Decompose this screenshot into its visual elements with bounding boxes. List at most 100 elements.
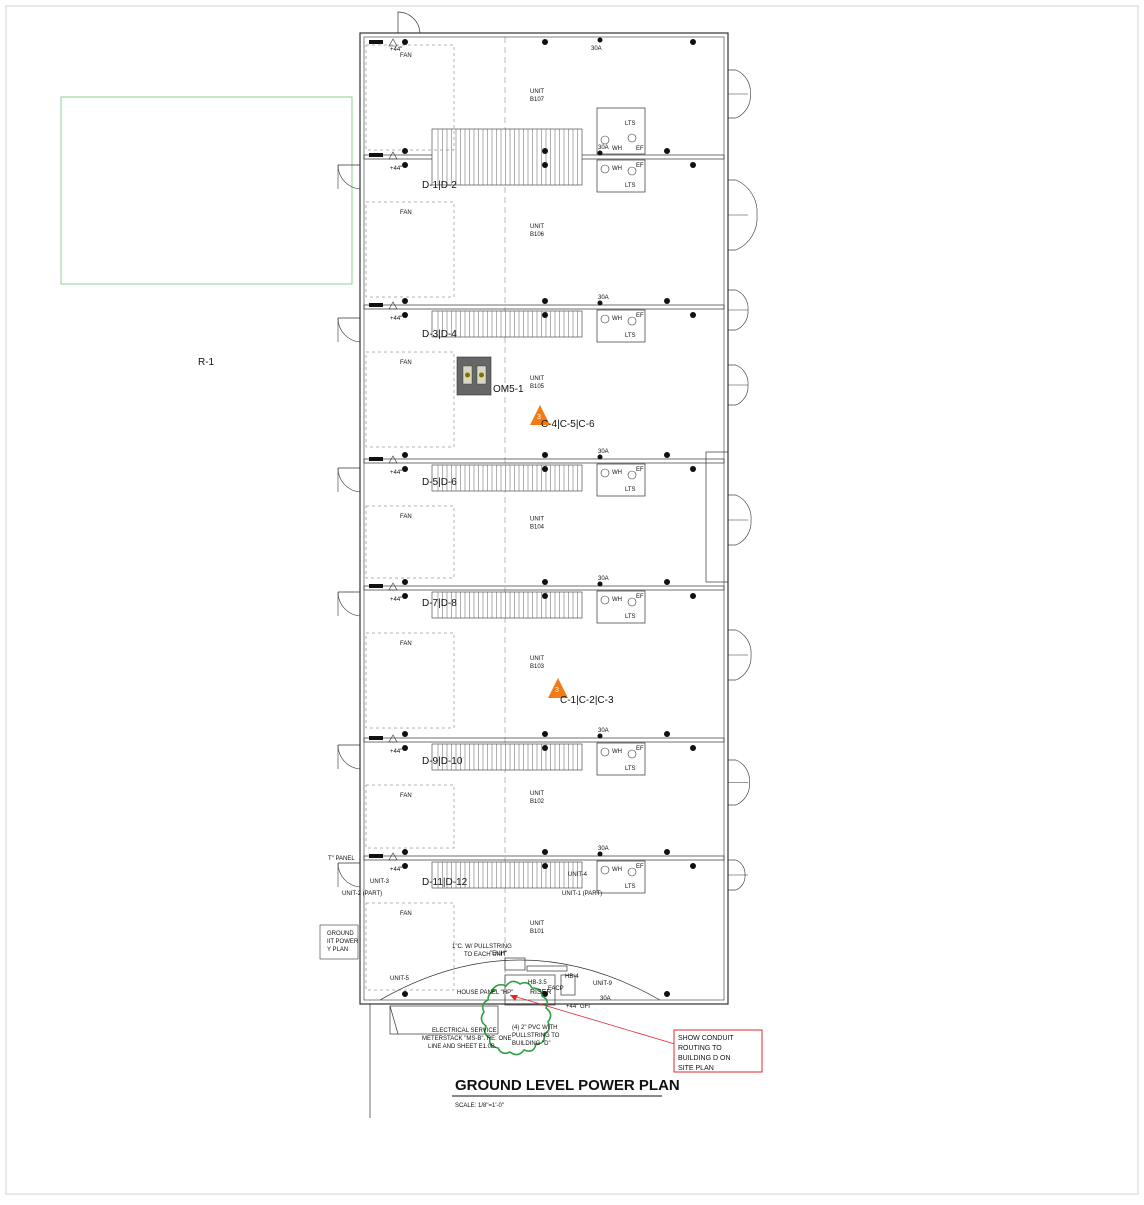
sheet-scale: SCALE: 1/8"=1'-0" (455, 1103, 504, 1109)
unit-id: B106 (530, 232, 545, 238)
water-heater-label: WH (612, 749, 622, 755)
receptacle (690, 745, 696, 751)
height-label: +44" (390, 749, 402, 755)
water-heater-label: WH (612, 166, 622, 172)
dashed-back-room (365, 44, 455, 151)
om5-1-equipment: OM5-1 (456, 356, 524, 396)
stair-blocks (431, 128, 583, 889)
demising-wall (363, 458, 725, 464)
receptacle (542, 466, 548, 472)
receptacle (542, 579, 548, 585)
storefront-door (728, 859, 748, 891)
unit-1-part-label: UNIT-1 (PART) (562, 891, 602, 897)
exhaust-fan-label: EF (636, 467, 644, 473)
demising-wall (363, 855, 725, 861)
receptacle (402, 579, 408, 585)
exhaust-fan-label: EF (636, 594, 644, 600)
breaker-label: 30A (598, 576, 609, 582)
panel-symbol (369, 40, 383, 44)
exhaust-fan-label: EF (636, 864, 644, 870)
dashed-back-room (365, 902, 455, 991)
breaker-label: 30A (598, 728, 609, 734)
receptacle (402, 849, 408, 855)
receptacle (542, 452, 548, 458)
receptacle (664, 148, 670, 154)
receptacle (664, 579, 670, 585)
breaker-label: 30A (598, 846, 609, 852)
receptacle (690, 466, 696, 472)
fan-label: FAN (400, 360, 412, 366)
review-comment-line-4: SITE PLAN (678, 1065, 714, 1072)
dashed-back-room (365, 201, 455, 298)
receptacle (664, 991, 670, 997)
storefront-notch (705, 451, 729, 583)
fan-label: FAN (400, 911, 412, 917)
rear-door (337, 591, 361, 617)
sheet-border (5, 5, 1139, 1195)
exhaust-fan-label: EF (636, 313, 644, 319)
storefront-door (728, 364, 749, 406)
fan-label: FAN (400, 210, 412, 216)
receptacle (402, 39, 408, 45)
breaker-label: 30A (591, 46, 602, 52)
receptacle (690, 863, 696, 869)
receptacle (402, 298, 408, 304)
door-tag: D-1|D-2 (422, 180, 457, 191)
demising-wall (363, 585, 725, 591)
door-tag: D-5|D-6 (422, 477, 457, 488)
unit-id: B101 (530, 929, 545, 935)
door-tag: D-9|D-10 (422, 756, 463, 767)
ground-power-key: GROUND IIT POWER Y PLAN (319, 924, 359, 960)
unit-2-part-label: UNIT-2 (PART) (342, 891, 382, 897)
unit-label: UNIT (530, 921, 544, 927)
unit-label: UNIT (530, 224, 544, 230)
fan-label: FAN (400, 53, 412, 59)
storefront-door (728, 179, 758, 251)
receptacle (542, 298, 548, 304)
receptacle (402, 731, 408, 737)
dashed-back-room (365, 784, 455, 849)
service-note-1: ELECTRICAL SERVICE (432, 1028, 497, 1034)
height-label: +44" (390, 166, 402, 172)
stair-block (431, 310, 583, 338)
panel-symbol (369, 303, 383, 307)
breaker-receptacle (597, 851, 603, 857)
riser-label: RISER (530, 989, 551, 996)
receptacle (664, 849, 670, 855)
unit-label: UNIT (530, 376, 544, 382)
receptacle (542, 593, 548, 599)
rear-doors (337, 164, 361, 888)
panel-symbol (369, 736, 383, 740)
exhaust-fan-label: EF (636, 146, 644, 152)
facp-label: FACP (548, 986, 564, 992)
callout-number-1: 3 (537, 414, 541, 421)
review-comment-box (673, 1029, 763, 1073)
stair-block (431, 128, 583, 186)
receptacle (542, 731, 548, 737)
receptacle (402, 466, 408, 472)
unit-4-label: UNIT-4 (568, 872, 588, 878)
key-line-1: GROUND (327, 931, 354, 937)
dashed-back-rooms (365, 44, 455, 991)
callout-label-1: C-4|C-5|C-6 (541, 419, 595, 430)
stair-block (431, 743, 583, 771)
lts-label: LTS (625, 183, 636, 189)
stair-block (431, 591, 583, 619)
data-outlet-symbol (388, 301, 398, 310)
breaker-label: 30A (598, 295, 609, 301)
pvc-note-2: PULLSTRING TO (512, 1033, 560, 1039)
panel-label: T" PANEL (328, 856, 355, 862)
callout-c4-c5-c6: 3 C-4|C-5|C-6 (530, 405, 595, 430)
service-note-2: METERSTACK "MS-B". RE: ONE (422, 1036, 512, 1042)
callout-number-2: 3 (555, 687, 559, 694)
review-comment-line-2: ROUTING TO (678, 1045, 722, 1052)
electrical-service-area (369, 957, 661, 1118)
storefront-door (728, 629, 752, 681)
door-tags: D-1|D-2D-3|D-4D-5|D-6D-7|D-8D-9|D-10D-11… (422, 180, 468, 888)
